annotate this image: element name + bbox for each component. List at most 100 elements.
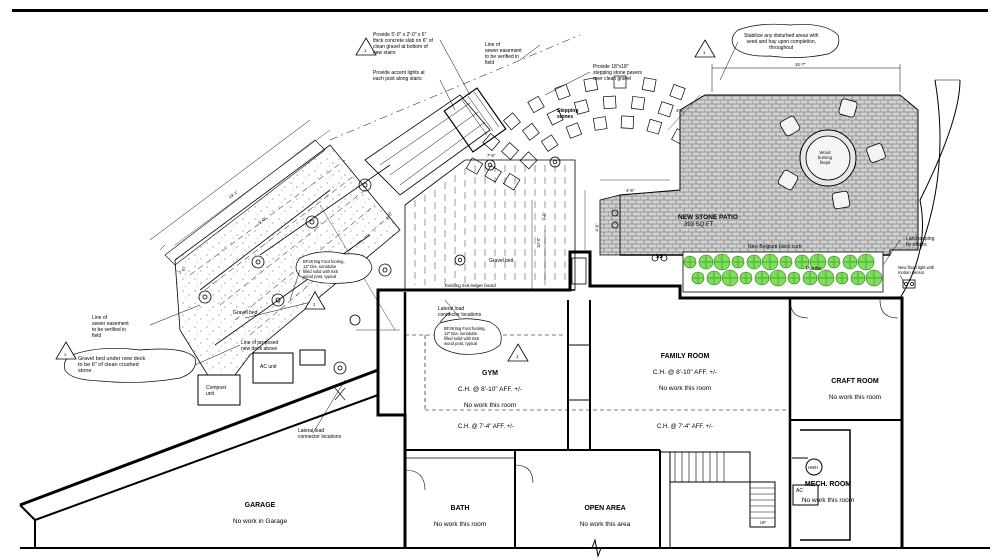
tri-num-5: 1 <box>516 354 519 359</box>
stepping-stone <box>592 116 608 131</box>
note-footing-center: BF28 Big Foot footing, 12" Dia. sonotube… <box>444 326 486 346</box>
stepping-stone <box>554 83 571 101</box>
stepping-stone <box>540 134 559 152</box>
label-patio: NEW STONE PATIO <box>678 214 738 221</box>
label-compost: Compost unit <box>206 385 227 397</box>
callouts <box>63 23 840 383</box>
shrub-mark <box>732 256 744 268</box>
shrub-mark <box>684 256 696 268</box>
shrub-mark <box>788 272 800 284</box>
stepping-stone <box>657 101 674 118</box>
tri-num-3: 1 <box>64 352 67 357</box>
stepping-stone <box>503 112 521 131</box>
dim-e: 7'-0" <box>541 212 547 221</box>
room-gym-ceiling: C.H. @ 8'-10" AFF. +/- <box>457 386 523 393</box>
room-garage-name: GARAGE <box>244 502 276 509</box>
note-landscaping: Landscaping by others <box>906 236 935 248</box>
room-gym: GYM C.H. @ 8'-10" AFF. +/- No work this … <box>440 362 540 410</box>
stepping-stone <box>501 142 519 160</box>
room-open: OPEN AREA No work this area <box>565 497 645 529</box>
room-family-name: FAMILY ROOM <box>660 353 710 360</box>
shrub-mark <box>755 271 769 285</box>
room-mech-name: MECH. ROOM <box>804 481 852 488</box>
shrub-mark <box>803 271 817 285</box>
lateral-connectors <box>334 311 451 401</box>
label-planter: Planter <box>806 266 822 272</box>
shrub-mark <box>707 271 721 285</box>
shrub-mark <box>762 254 778 270</box>
note-flood-light: New flood light with motion sensor <box>898 265 935 275</box>
shrub-mark <box>858 254 874 270</box>
note-easement-left: Line of sewer easement to be verified in… <box>92 315 129 339</box>
downspout-symbols <box>571 209 668 285</box>
stepping-stone <box>641 77 657 92</box>
room-family: FAMILY ROOM C.H. @ 8'-10" AFF. +/- No wo… <box>630 345 740 393</box>
room-bath-name: BATH <box>450 505 470 512</box>
stepping-stone <box>546 108 564 126</box>
dim-patio-width: 15'-7" <box>795 62 806 67</box>
room-open-name: OPEN AREA <box>584 505 626 512</box>
ceiling-left: C.H. @ 7'-4" AFF. +/- <box>458 424 514 430</box>
tri-num-1: 1 <box>364 48 367 53</box>
room-garage: GARAGE No work in Garage <box>220 494 300 526</box>
shrub-mark <box>747 255 761 269</box>
flood-light-symbol <box>902 279 916 289</box>
label-curb: New Belgium block curb <box>748 244 802 250</box>
room-bath: BATH No work this room <box>420 497 500 529</box>
stepping-stone <box>630 96 646 111</box>
shrub-mark <box>740 272 752 284</box>
dim-h: 4'-6" <box>594 223 600 232</box>
room-craft-note: No work this room <box>828 394 882 401</box>
shrub-mark <box>843 255 857 269</box>
shrub-mark <box>810 254 826 270</box>
tri-num-4: 1 <box>313 302 316 307</box>
label-patio-area: 393 SQ.FT. <box>684 222 715 228</box>
stepping-stone <box>565 122 583 139</box>
ceiling-center: C.H. @ 7'-4" AFF. +/- <box>657 424 713 430</box>
label-stepping-stones: Stepping stones <box>557 108 579 120</box>
shrub-mark <box>795 255 809 269</box>
house-walls <box>20 250 990 558</box>
shrub-mark <box>770 270 786 286</box>
deck-outline <box>149 119 401 396</box>
stone-patio <box>599 64 919 256</box>
dim-c: 10'-0" <box>535 237 541 248</box>
note-lateral-bottom: Lateral load connector locations <box>298 428 342 440</box>
room-gym-note: No work this room <box>463 402 517 409</box>
grade-lines <box>899 79 961 299</box>
shrub-mark <box>866 270 882 286</box>
room-craft-name: CRAFT ROOM <box>831 378 879 385</box>
stepping-stone <box>613 75 627 89</box>
stepping-stone <box>620 115 635 129</box>
garage-walls <box>19 368 379 548</box>
note-accent-lights: Provide accent lights at each post along… <box>373 70 425 82</box>
dim-b: 7'-6" <box>487 153 496 158</box>
room-family-ceiling: C.H. @ 8'-10" AFF. +/- <box>652 369 718 376</box>
shrub-mark <box>722 270 738 286</box>
room-bath-note: No work this room <box>433 521 487 528</box>
stepping-stone <box>583 77 599 92</box>
room-open-note: No work this area <box>579 521 631 528</box>
tri-num-2: 1 <box>703 50 706 55</box>
stepping-stone <box>669 83 686 101</box>
equipment <box>197 349 823 506</box>
stepping-stone <box>522 122 540 141</box>
stepping-stone <box>602 95 617 110</box>
shrub-mark <box>851 271 865 285</box>
leader-lines <box>149 39 906 434</box>
title-border-top <box>12 9 988 12</box>
label-ac-unit: AC unit <box>260 364 277 370</box>
label-existing-ledger: Existing 2x6 ledger board <box>445 283 496 288</box>
room-gym-name: GYM <box>482 370 498 377</box>
planter-bed <box>682 251 884 293</box>
dim-d: 4'-6" <box>626 188 635 193</box>
label-ss: SS <box>656 254 663 260</box>
note-slab: Provide 5'-0" x 2'-0" x 6" thick concret… <box>373 32 433 56</box>
shrub-mark <box>699 255 713 269</box>
room-mech: MECH. ROOM No work this room <box>788 473 868 505</box>
room-craft: CRAFT ROOM No work this room <box>810 370 900 402</box>
shrub-mark <box>780 256 792 268</box>
label-hwh: HWH <box>808 465 819 470</box>
stepping-stone <box>465 157 484 175</box>
